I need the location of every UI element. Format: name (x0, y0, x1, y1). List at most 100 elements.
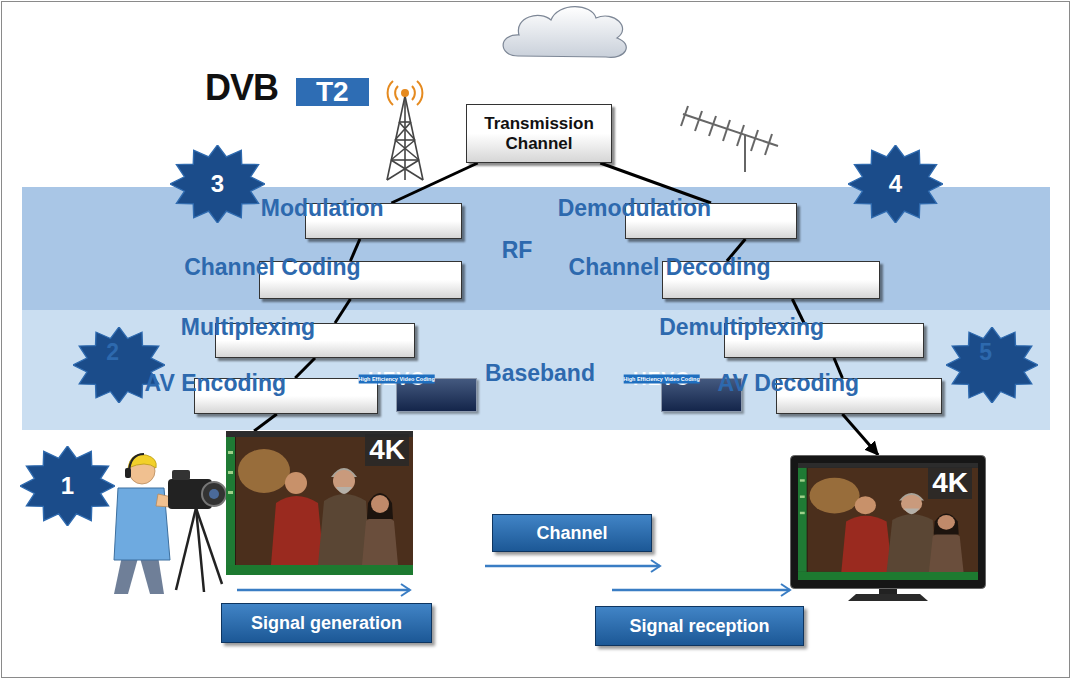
tv-drawing-part-part (798, 572, 978, 580)
camera-operator-part (129, 454, 144, 472)
box-label: AV Decoding (718, 370, 859, 396)
receiving-antenna-part (723, 120, 730, 141)
tv-drawing-part (798, 463, 978, 580)
box-label: Demodulation (558, 195, 711, 221)
camera-operator-part (176, 508, 196, 590)
flow-arrows-part (612, 589, 790, 592)
logo-text: High Efficiency Video Coding (623, 375, 700, 384)
tv-drawing-part-part (887, 514, 937, 572)
hevc-logo: HEVCHigh Efficiency Video Coding (396, 378, 477, 412)
camera-operator-part (172, 470, 190, 480)
process-box: AV Decoding (776, 378, 942, 414)
connector-line (335, 299, 350, 323)
transmitter-tower (387, 96, 423, 180)
process-box: Channel Coding (259, 261, 462, 299)
tv-drawing-part-part (938, 515, 955, 530)
connector-line (254, 414, 277, 431)
region-band: Baseband2MultiplexingDemultiplexing5AV E… (22, 310, 1050, 430)
tv-drawing-part-part (798, 463, 978, 580)
tv-drawing-part-part (855, 496, 876, 514)
video-frame-part (371, 495, 389, 513)
camera-operator-part (196, 508, 222, 584)
receiving-antenna-part (765, 134, 772, 155)
star-shape-part (946, 327, 1038, 403)
star-shape-part (20, 446, 115, 526)
radio-waves-part (402, 90, 408, 96)
stage-box: Signal generation (221, 603, 432, 643)
box-label: Channel Coding (184, 254, 360, 280)
tv-drawing-part-part (810, 478, 860, 514)
camera-operator-part (125, 468, 131, 478)
transmitter-tower-part (387, 160, 419, 180)
cloud (503, 7, 626, 58)
receiving-antenna (681, 106, 778, 172)
tv-drawing-part-part (904, 509, 919, 515)
stage-label: Signal generation (251, 613, 402, 634)
video-frame-part (318, 494, 370, 565)
box-label: Transmission Channel (473, 114, 605, 153)
tv-drawing-part-part (929, 532, 964, 572)
box-label: AV Encoding (145, 370, 286, 396)
radio-waves (388, 81, 423, 105)
receiving-antenna-part (751, 130, 758, 151)
callout-number: 5 (979, 338, 992, 365)
callout-star: 1 (20, 446, 115, 526)
callout-number: 1 (61, 472, 74, 500)
callout-number: 2 (106, 338, 119, 365)
stage-box: Signal reception (595, 606, 804, 646)
baseband-band-fill (22, 310, 1050, 430)
star-shape (946, 327, 1038, 403)
connector-line (842, 414, 878, 455)
video-frame-part (336, 487, 352, 494)
video-frame-part (226, 431, 413, 575)
callout-number: 4 (889, 170, 902, 198)
tv-drawing-part-part (800, 496, 805, 498)
stage-label: Channel (536, 523, 607, 544)
tv-drawing-part (848, 594, 928, 601)
callout-star: 5 (946, 327, 1038, 403)
video-frame-part (271, 496, 324, 565)
box-label: Multiplexing (181, 314, 315, 340)
tv-drawing-part-part (841, 516, 892, 572)
resolution-badge: 4K (928, 467, 972, 499)
video-frame-part (238, 449, 290, 493)
band-label: RF (502, 237, 533, 264)
video-frame-part (367, 493, 393, 519)
star-shape-part (170, 145, 265, 223)
transmitter-tower-part (395, 140, 419, 160)
receiving-antenna-part (737, 125, 744, 146)
process-box: Transmission Channel (466, 104, 612, 163)
radio-waves-part (388, 81, 393, 105)
process-box: Multiplexing (215, 323, 415, 358)
star-shape-part (848, 145, 943, 223)
transmitter-tower-part (391, 159, 419, 161)
resolution-badge: 4K (365, 434, 409, 466)
video-frame-part (226, 565, 413, 575)
transmitter-tower-part (399, 122, 415, 140)
box-label: Demultiplexing (659, 314, 824, 340)
flow-arrows-part (485, 565, 660, 568)
video-frame-part (226, 437, 235, 565)
video-frame-part (228, 451, 233, 454)
connector-line (391, 163, 477, 203)
tv-drawing-part-part (934, 513, 959, 534)
tv-drawing-part-part (798, 468, 807, 572)
tv-drawing-part-part (800, 512, 805, 514)
tv-set: 4K (790, 455, 986, 601)
receiving-antenna-part (681, 106, 688, 126)
camera-operator (114, 454, 226, 594)
process-box: Demodulation (625, 203, 797, 239)
radio-waves-part (417, 81, 422, 105)
receiving-antenna-part (695, 111, 702, 131)
dvb-wordmark: DVB (205, 70, 278, 106)
stage-box: Channel (492, 514, 652, 552)
receiving-antenna-part (744, 134, 746, 172)
stage-label: Signal reception (629, 616, 769, 637)
transmitter-tower-part (395, 122, 411, 140)
box-label: Channel Decoding (569, 254, 771, 280)
receiving-antenna-part (709, 116, 716, 136)
dvb-t2-badge: T2 (296, 78, 369, 106)
logo-text: High Efficiency Video Coding (358, 375, 435, 384)
